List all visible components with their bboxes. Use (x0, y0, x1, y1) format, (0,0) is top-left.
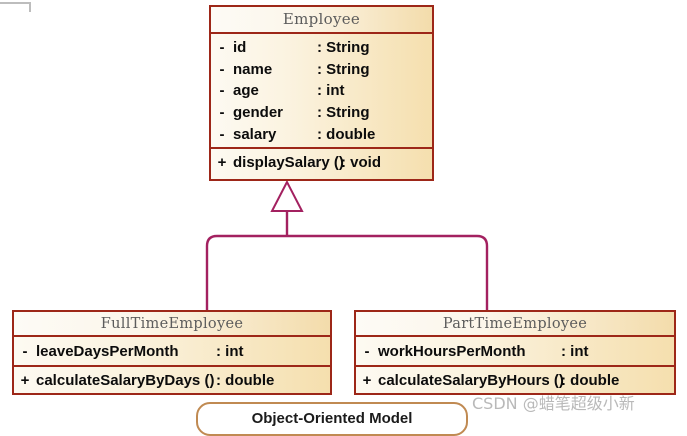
attribute-name: workHoursPerMonth (378, 342, 526, 360)
operation-type: : void (341, 154, 381, 172)
visibility-marker: - (219, 104, 225, 122)
operations-compartment-fulltimeemployee: + calculateSalaryByDays () : double (14, 365, 330, 393)
operations-compartment-employee: + displaySalary () : void (211, 146, 432, 177)
operation-type: : double (216, 371, 275, 389)
attribute-type: : int (216, 342, 244, 360)
visibility-marker: + (217, 154, 227, 172)
operation-name: calculateSalaryByHours () (378, 371, 564, 389)
operation-name: calculateSalaryByDays () (36, 371, 215, 389)
attribute-type: : double (317, 125, 376, 143)
attribute-row: - workHoursPerMonth : int (356, 337, 674, 365)
class-name-parttimeemployee: PartTimeEmployee (356, 312, 674, 337)
generalization-connector (205, 179, 489, 310)
inheritance-triangle-icon (270, 179, 304, 212)
attribute-name: age (233, 82, 259, 100)
visibility-marker: - (22, 342, 28, 360)
operations-compartment-parttimeemployee: + calculateSalaryByHours () : double (356, 365, 674, 393)
attribute-row: - leaveDaysPerMonth : int (14, 337, 330, 365)
attribute-name: id (233, 39, 247, 57)
operation-row: + calculateSalaryByDays () : double (14, 366, 330, 394)
diagram-canvas: Employee - id : String - name : String -… (0, 2, 676, 436)
attribute-type: : int (561, 342, 589, 360)
class-name-fulltimeemployee: FullTimeEmployee (14, 312, 330, 337)
class-name-employee: Employee (211, 7, 432, 34)
visibility-marker: - (219, 60, 225, 78)
attribute-row: - age : int (211, 80, 432, 102)
attribute-name: gender (233, 104, 284, 122)
diagram-caption: Object-Oriented Model (196, 402, 468, 436)
attribute-row: - name : String (211, 59, 432, 81)
uml-class-fulltimeemployee[interactable]: FullTimeEmployee - leaveDaysPerMonth : i… (12, 310, 332, 395)
attribute-type: : String (317, 60, 370, 78)
attributes-compartment-fulltimeemployee: - leaveDaysPerMonth : int (14, 337, 330, 365)
operation-row: + calculateSalaryByHours () : double (356, 366, 674, 394)
attribute-name: name (233, 60, 273, 78)
operation-name: displaySalary () (233, 154, 344, 172)
attribute-type: : String (317, 104, 370, 122)
visibility-marker: - (219, 125, 225, 143)
operation-row: + displaySalary () : void (211, 149, 432, 177)
uml-class-parttimeemployee[interactable]: PartTimeEmployee - workHoursPerMonth : i… (354, 310, 676, 395)
attribute-name: leaveDaysPerMonth (36, 342, 179, 360)
attributes-compartment-parttimeemployee: - workHoursPerMonth : int (356, 337, 674, 365)
attributes-compartment-employee: - id : String - name : String - age : in… (211, 34, 432, 147)
attribute-type: : String (317, 39, 370, 57)
attribute-name: salary (233, 125, 277, 143)
operation-type: : double (561, 371, 620, 389)
visibility-marker: + (20, 371, 30, 389)
visibility-marker: - (219, 39, 225, 57)
attribute-type: : int (317, 82, 345, 100)
uml-class-employee[interactable]: Employee - id : String - name : String -… (209, 5, 434, 181)
connector-branch-right (287, 234, 489, 310)
attribute-row: - salary : double (211, 123, 432, 145)
visibility-marker: - (364, 342, 370, 360)
visibility-marker: + (362, 371, 372, 389)
attribute-row: - id : String (211, 37, 432, 59)
csdn-watermark: CSDN @蜡笔超级小新 (472, 394, 635, 413)
frame-corner-artifact (0, 2, 31, 12)
attribute-row: - gender : String (211, 102, 432, 124)
visibility-marker: - (219, 82, 225, 100)
connector-branch-left (205, 234, 287, 310)
